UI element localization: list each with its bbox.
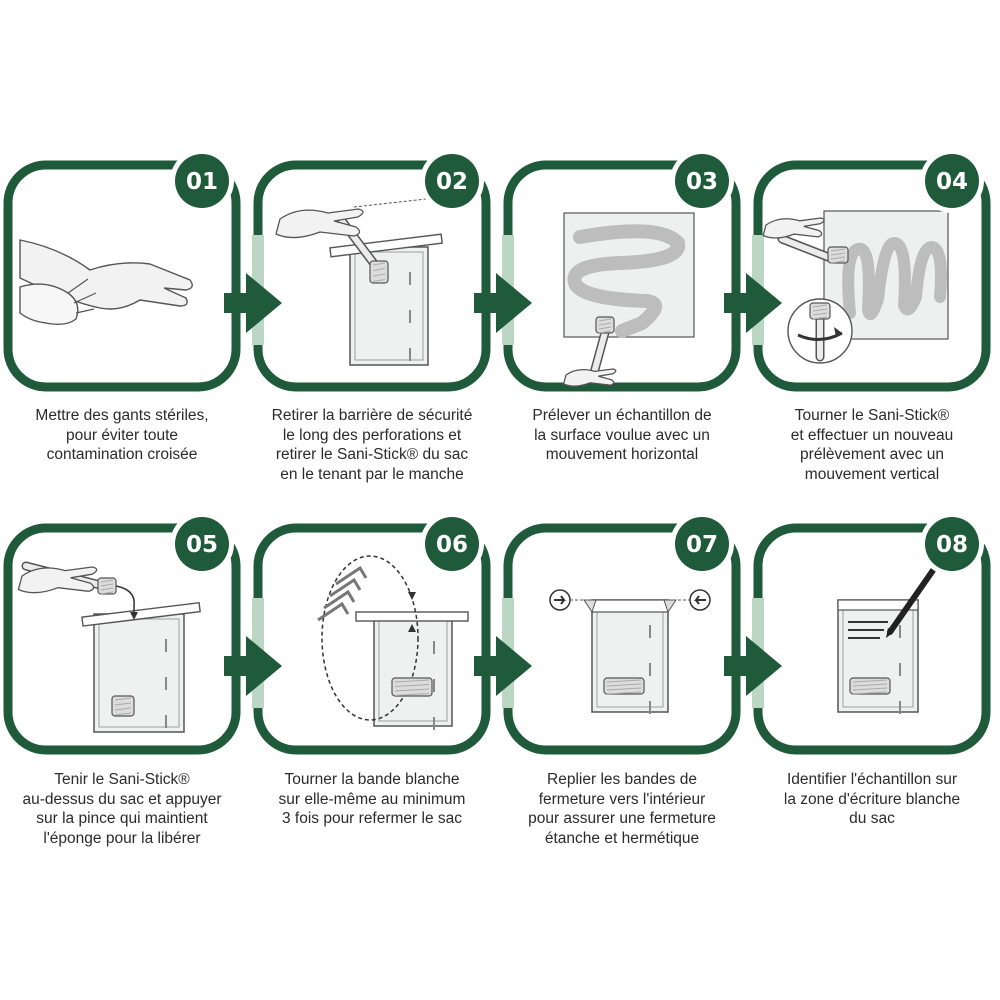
vertical-swab-surface-illustration xyxy=(762,210,949,364)
step-number: 01 xyxy=(186,169,218,195)
step-number-badge: 08 xyxy=(920,512,984,576)
step-caption: Tenir le Sani-Stick® au-dessus du sac et… xyxy=(22,771,222,847)
step-caption: Replier les bandes de fermeture vers l'i… xyxy=(528,771,716,847)
step-caption: Identifier l'échantillon sur la zone d'é… xyxy=(783,771,961,827)
step-arrow xyxy=(724,273,782,333)
step-number-badge: 04 xyxy=(920,149,984,213)
step-03 xyxy=(474,160,741,392)
step-06 xyxy=(224,523,491,755)
step-02 xyxy=(224,160,491,392)
step-number: 08 xyxy=(936,532,968,558)
step-frame xyxy=(3,160,241,392)
step-number: 03 xyxy=(686,169,718,195)
step-number-badge: 02 xyxy=(420,149,484,213)
step-frame xyxy=(3,523,241,755)
step-number: 04 xyxy=(936,169,968,195)
step-number: 06 xyxy=(436,532,468,558)
release-sponge-into-bag-illustration xyxy=(17,561,201,733)
step-caption: Mettre des gants stériles, pour éviter t… xyxy=(35,407,209,463)
fold-closure-bands-illustration xyxy=(549,589,711,714)
step-number: 02 xyxy=(436,169,468,195)
step-number-badge: 06 xyxy=(420,512,484,576)
step-number-badge: 01 xyxy=(170,149,234,213)
step-number-badge: 05 xyxy=(170,512,234,576)
step-08 xyxy=(724,523,991,755)
step-arrow xyxy=(474,273,532,333)
step-arrow xyxy=(724,636,782,696)
step-number: 07 xyxy=(686,532,718,558)
horizontal-swab-surface-illustration xyxy=(562,212,695,387)
step-caption: Retirer la barrière de sécurité le long … xyxy=(271,407,473,483)
removing-sani-stick-from-bag-illustration xyxy=(275,198,443,366)
step-caption: Tourner la bande blanche sur elle-même a… xyxy=(278,771,466,827)
step-05 xyxy=(3,523,241,755)
roll-white-band-bag-illustration xyxy=(317,555,469,730)
step-07 xyxy=(474,523,741,755)
step-number-badge: 07 xyxy=(670,512,734,576)
step-caption: Tourner le Sani-Stick® et effectuer un n… xyxy=(790,407,954,483)
step-arrow xyxy=(224,636,282,696)
step-number-badge: 03 xyxy=(670,149,734,213)
step-01 xyxy=(3,160,241,392)
step-arrow xyxy=(474,636,532,696)
label-sample-writing-zone-illustration xyxy=(837,563,939,714)
step-number: 05 xyxy=(186,532,218,558)
step-04 xyxy=(724,160,991,392)
step-arrow xyxy=(224,273,282,333)
step-caption: Prélever un échantillon de la surface vo… xyxy=(532,407,712,463)
hands-putting-on-gloves-illustration xyxy=(19,239,193,326)
